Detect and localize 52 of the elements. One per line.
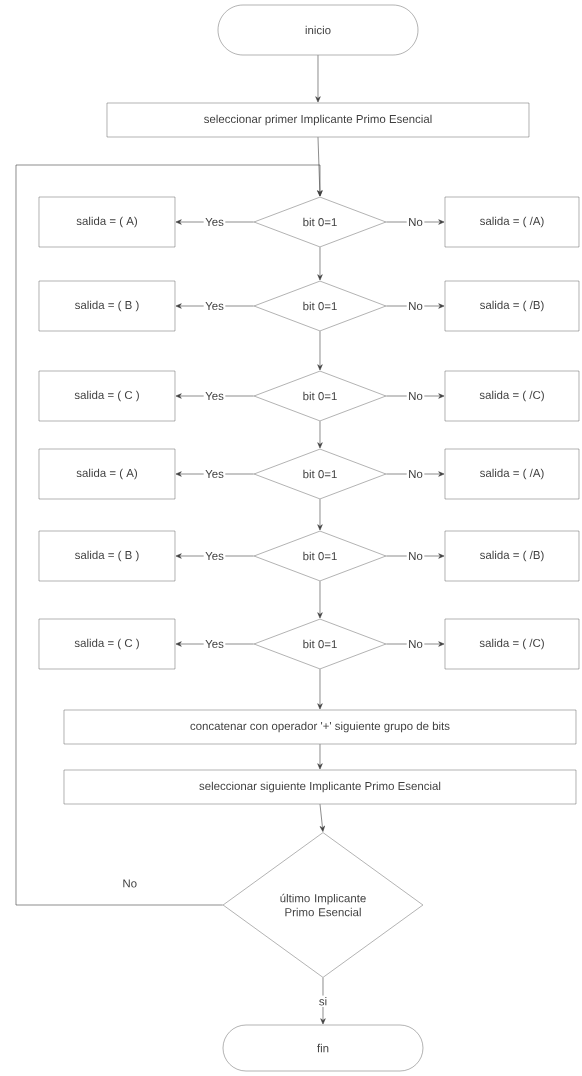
arrow [385,303,445,309]
process-box: salida = ( /C) [444,370,580,422]
edge-label: No [123,879,137,888]
edge-label: Yes [203,550,226,562]
arrow [319,803,325,832]
process-box: salida = ( C ) [38,618,176,670]
arrow [317,743,323,770]
edge-label: Yes [203,300,226,312]
process-box: concatenar con operador '+' siguiente grupo de bits [63,709,577,745]
process-box: seleccionar siguiente Implicante Primo Esencial [63,769,577,805]
process-box: salida = ( /A) [444,196,580,248]
arrow [317,420,323,449]
arrow [385,553,445,559]
edge-label: No [406,390,425,402]
arrow [385,219,445,225]
process-box: salida = ( B ) [38,530,176,582]
arrow [175,641,255,647]
arrow [320,977,326,1025]
edge-label: Yes [203,638,226,650]
arrow [385,393,445,399]
arrow [175,553,255,559]
edge-label: Yes [203,468,226,480]
arrow [317,246,323,281]
edge-label: No [406,300,425,312]
process-box: salida = ( /A) [444,448,580,500]
edge-label: Yes [203,390,226,402]
process-box: salida = ( C ) [38,370,176,422]
process-box: salida = ( /B) [444,530,580,582]
arrow [175,219,255,225]
edge-label: No [406,550,425,562]
arrow [317,498,323,531]
arrow [385,471,445,477]
edge-label: Yes [203,216,226,228]
process-box: salida = ( A) [38,448,176,500]
arrow [385,641,445,647]
arrow [317,668,323,710]
arrow [317,330,323,371]
edge-label: No [406,468,425,480]
arrow [15,164,323,906]
arrow [175,393,255,399]
process-box: salida = ( /C) [444,618,580,670]
process-box: salida = ( B ) [38,280,176,332]
process-box: salida = ( A) [38,196,176,248]
arrow [175,471,255,477]
edge-label: No [406,216,425,228]
process-box: seleccionar primer Implicante Primo Esencial [106,102,530,138]
arrow [175,303,255,309]
arrow [317,580,323,619]
arrow [315,54,321,103]
edge-label: No [406,638,425,650]
process-box: salida = ( /B) [444,280,580,332]
edge-label: si [317,995,329,1007]
